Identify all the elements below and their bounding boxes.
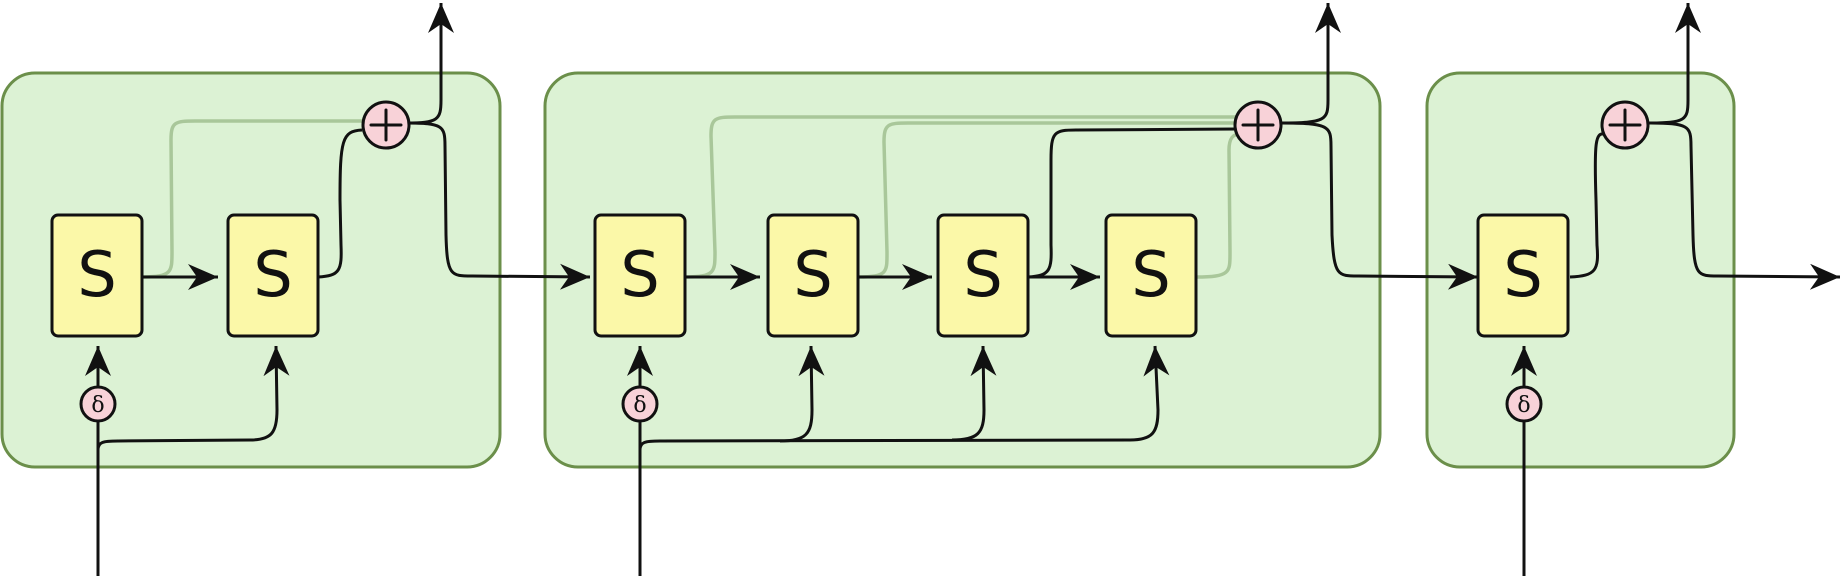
- delta-node: δ: [79, 385, 117, 423]
- svg-text:S: S: [1503, 238, 1542, 311]
- sum-node: [1233, 100, 1283, 150]
- sum-node: [361, 100, 411, 150]
- faint-skip-g1: [141, 119, 362, 279]
- faint-skip-g2-c: [1195, 132, 1241, 279]
- input-branch-g2-s2: [779, 345, 825, 443]
- delta-node: δ: [1505, 385, 1543, 423]
- to-sum-g1: [317, 128, 363, 279]
- sum-forward-g1: [405, 121, 591, 290]
- s-cell: S: [226, 213, 320, 338]
- s-cell: S: [936, 213, 1030, 338]
- faint-skip-g2-b: [857, 121, 1236, 279]
- s-cell: S: [1104, 213, 1198, 338]
- input-branch-g2: [638, 345, 1170, 451]
- sum-forward-g3: [1647, 121, 1841, 290]
- s-cell: S: [1476, 213, 1570, 338]
- faint-skip-g2-a: [684, 115, 1236, 279]
- svg-text:S: S: [1131, 238, 1170, 311]
- svg-text:S: S: [620, 238, 659, 311]
- svg-text:δ: δ: [91, 393, 104, 418]
- s-cell: S: [766, 213, 860, 338]
- to-sum-g2: [1027, 127, 1237, 279]
- input-branch-g2-s3: [951, 345, 997, 442]
- s-cell: S: [593, 213, 687, 338]
- svg-text:S: S: [77, 238, 116, 311]
- svg-text:S: S: [253, 238, 292, 311]
- sum-node: [1600, 100, 1650, 150]
- group-3-box: [1425, 71, 1736, 469]
- svg-text:S: S: [793, 238, 832, 311]
- svg-text:S: S: [963, 238, 1002, 311]
- s-cell: S: [50, 213, 144, 338]
- sum-forward-g2: [1279, 121, 1479, 290]
- input-branch-g1: [96, 345, 290, 451]
- delta-node: δ: [621, 385, 659, 423]
- svg-text:δ: δ: [633, 393, 646, 418]
- svg-text:δ: δ: [1517, 393, 1530, 418]
- to-sum-g3: [1569, 132, 1605, 279]
